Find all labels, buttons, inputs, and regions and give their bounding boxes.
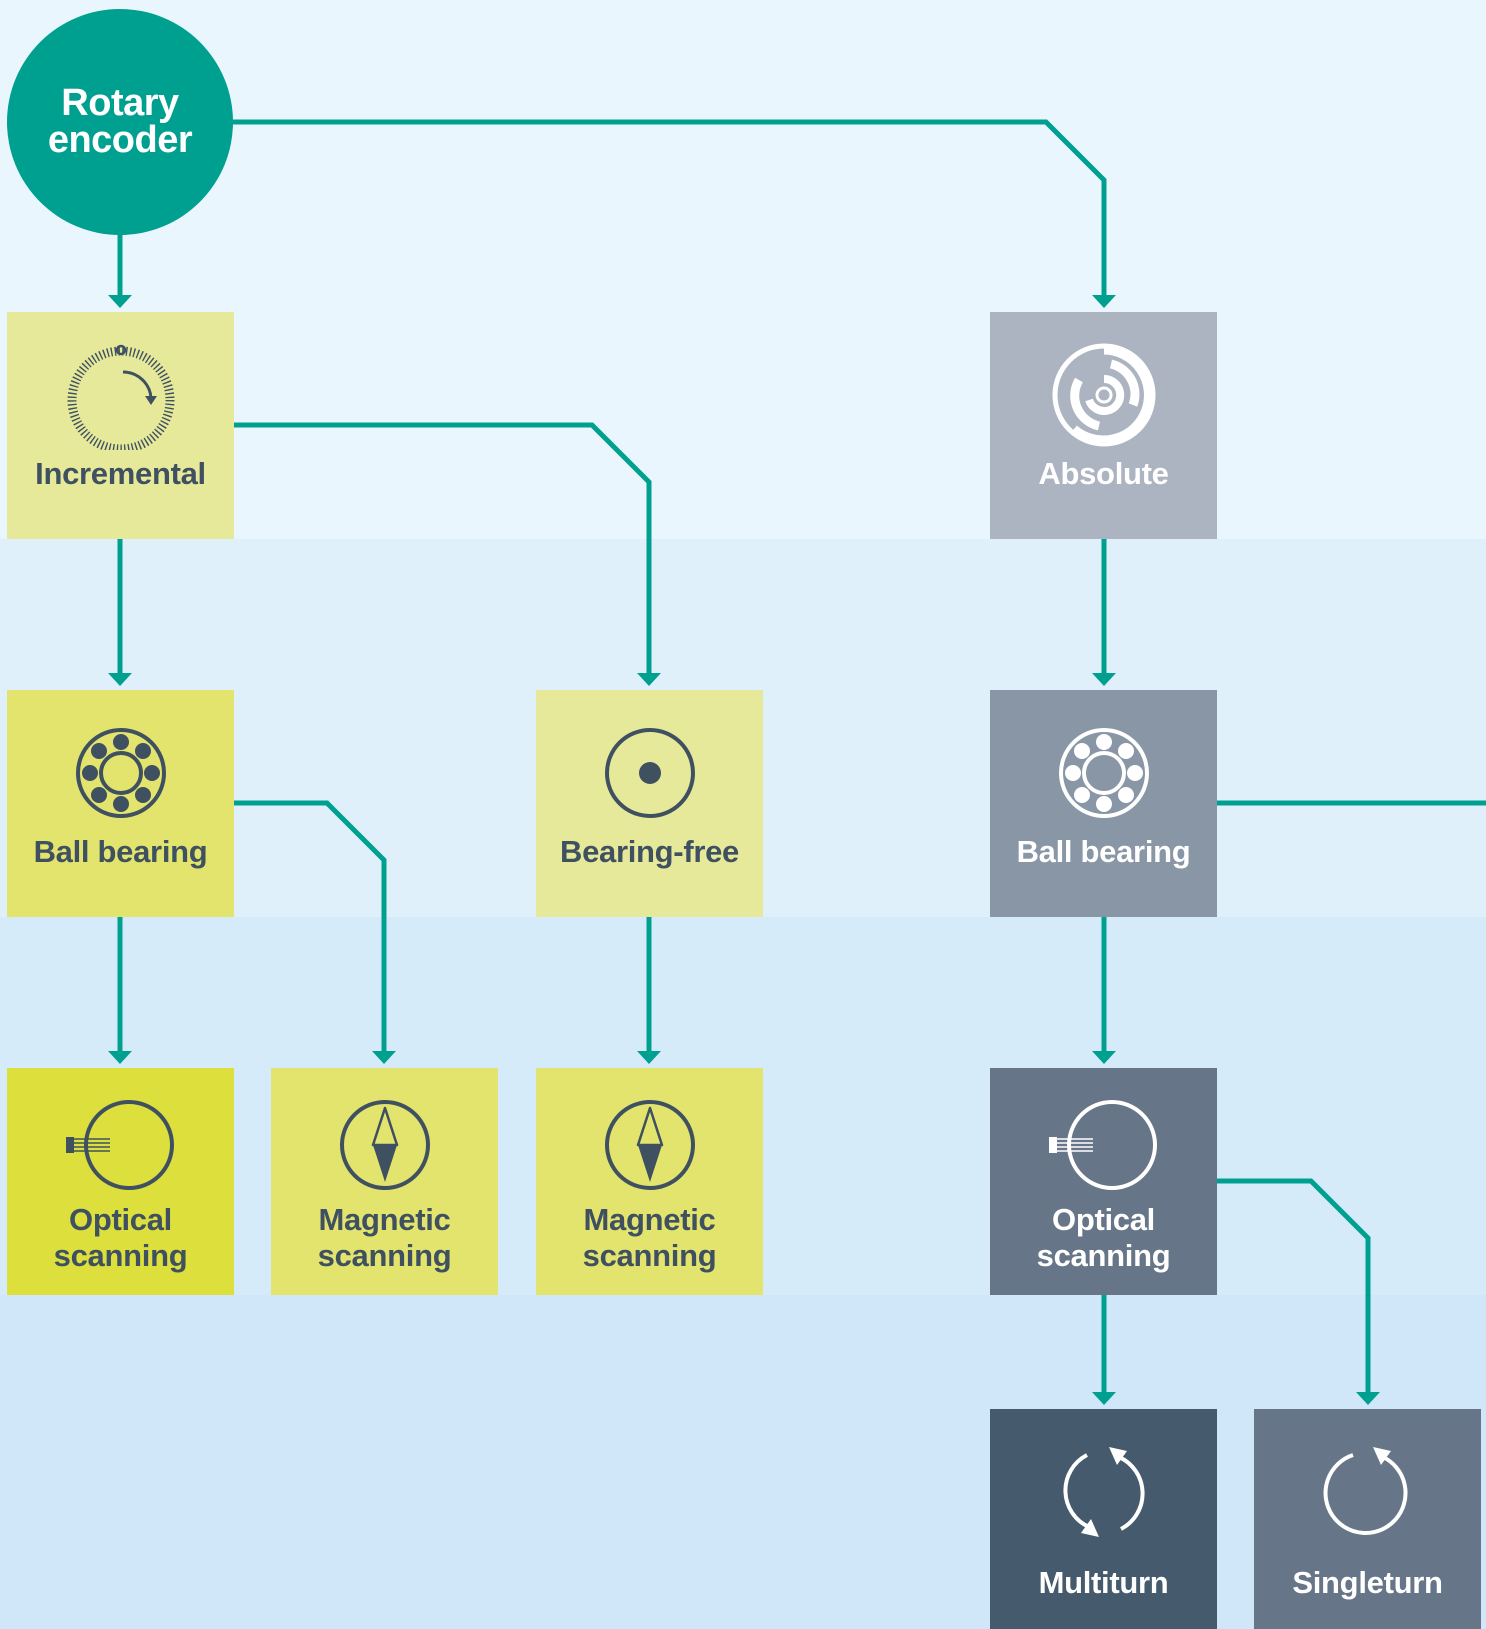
ball-bearing-icon <box>75 728 166 818</box>
connector-root-absolute <box>233 119 1107 295</box>
connector-absoptical-singleturn <box>1217 1178 1371 1392</box>
connector-ballbearing-magnetic <box>234 800 387 1051</box>
node-rotary-encoder: Rotary encoder <box>7 9 233 235</box>
incremental-dial-icon <box>67 344 174 450</box>
level-band-4 <box>0 1295 1486 1629</box>
optical-scanning-icon <box>65 1100 174 1190</box>
bearing-free-label: Bearing-free <box>559 834 739 869</box>
arrowhead-inc-magnetic-2 <box>637 1051 661 1064</box>
arrowhead-absolute <box>1092 295 1116 308</box>
node-absolute-ball-bearing: Ball bearing <box>990 690 1217 917</box>
node-bearing-free: Bearing-free <box>536 690 763 917</box>
bearing-free-icon <box>604 728 695 818</box>
ball-bearing-icon <box>1058 728 1149 818</box>
node-magnetic-scanning-2: Magnetic scanning <box>536 1068 763 1295</box>
arrowhead-bearingfree <box>637 673 661 686</box>
node-multiturn: Multiturn <box>990 1409 1217 1629</box>
node-incremental-ball-bearing: Ball bearing <box>7 690 234 917</box>
incremental-label: Incremental <box>35 456 206 491</box>
singleturn-icon <box>1323 1447 1407 1535</box>
compass-icon <box>604 1100 695 1190</box>
connector-incremental-bearingfree <box>234 422 652 673</box>
absolute-label: Absolute <box>1038 456 1169 491</box>
arrowhead-inc-magnetic-1 <box>372 1051 396 1064</box>
compass-icon <box>339 1100 430 1190</box>
ball-bearing-label: Ball bearing <box>33 834 208 869</box>
node-incremental: Incremental <box>7 312 234 539</box>
optical-scanning-icon <box>1048 1100 1157 1190</box>
absolute-disc-icon <box>1052 343 1155 447</box>
arrowhead-inc-optical <box>108 1051 132 1064</box>
optical-scanning-label: Optical scanning <box>1036 1202 1171 1273</box>
arrowhead-singleturn <box>1356 1392 1380 1405</box>
ball-bearing-label: Ball bearing <box>1016 834 1191 869</box>
node-incremental-optical-scanning: Optical scanning <box>7 1068 234 1295</box>
multiturn-icon <box>1062 1447 1145 1537</box>
node-absolute: Absolute <box>990 312 1217 539</box>
singleturn-label: Singleturn <box>1292 1565 1443 1600</box>
level-band-1 <box>0 0 1486 539</box>
arrowhead-incremental <box>108 295 132 308</box>
node-absolute-optical-scanning: Optical scanning <box>990 1068 1217 1295</box>
node-magnetic-scanning-1: Magnetic scanning <box>271 1068 498 1295</box>
optical-scanning-label: Optical scanning <box>53 1202 188 1273</box>
arrowhead-multiturn <box>1092 1392 1116 1405</box>
multiturn-label: Multiturn <box>1038 1565 1169 1600</box>
magnetic-scanning-label: Magnetic scanning <box>582 1202 717 1273</box>
rotary-encoder-label: Rotary encoder <box>47 82 193 161</box>
arrowhead-abs-optical <box>1092 1051 1116 1064</box>
arrowhead-inc-ballbearing <box>108 673 132 686</box>
arrowhead-abs-ballbearing <box>1092 673 1116 686</box>
node-singleturn: Singleturn <box>1254 1409 1481 1629</box>
magnetic-scanning-label: Magnetic scanning <box>317 1202 452 1273</box>
